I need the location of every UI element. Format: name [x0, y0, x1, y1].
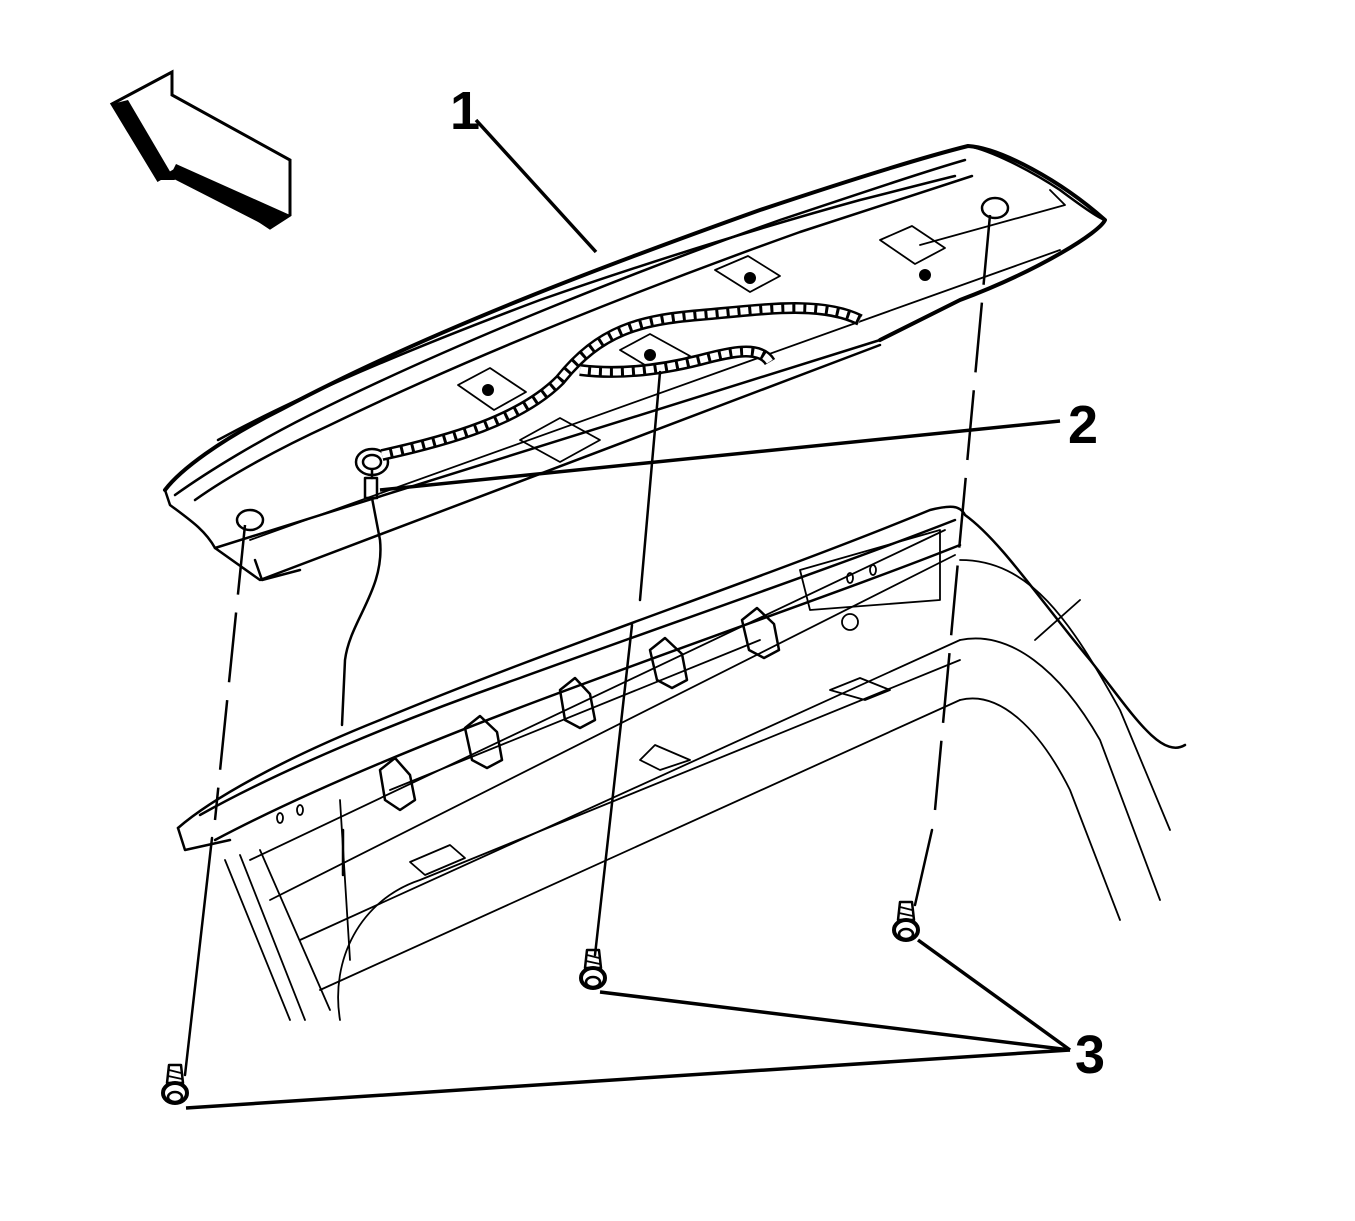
bolt-icon	[161, 1063, 189, 1105]
electrical-connector	[340, 468, 382, 727]
spoiler-panel	[163, 144, 1107, 582]
bolt-icon	[579, 948, 607, 990]
callout-leaders	[185, 118, 1072, 1110]
callout-1-label: 1	[450, 81, 481, 141]
callout-3-label: 3	[1075, 1025, 1106, 1085]
callout-2-label: 2	[1068, 395, 1099, 455]
liftgate-body	[176, 505, 1187, 1021]
bolts	[161, 900, 920, 1105]
forward-direction-arrow-icon	[109, 69, 292, 230]
bolt-alignment-lines	[183, 214, 992, 1077]
bolt-icon	[892, 900, 920, 942]
